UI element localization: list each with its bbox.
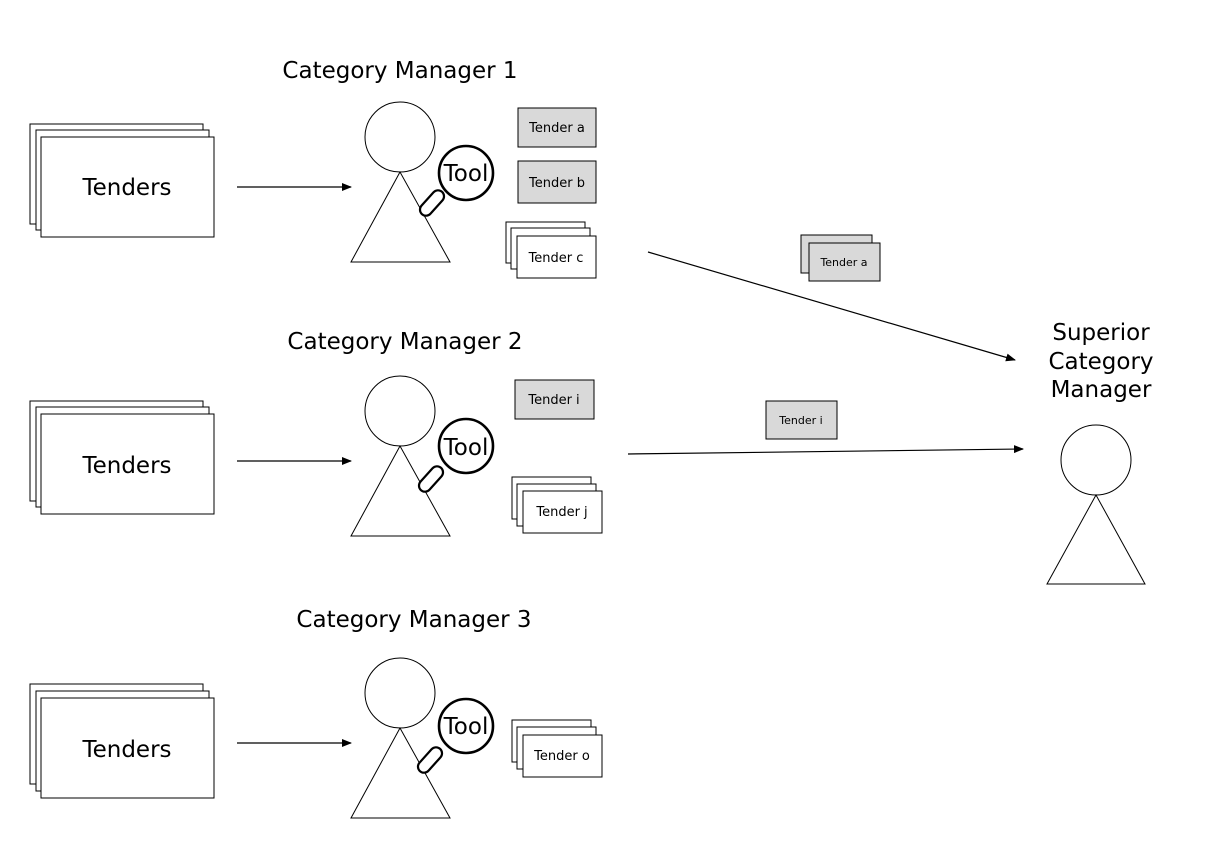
forward-arrow-manager-2 bbox=[627, 445, 1024, 455]
manager-3-magnifier-handle bbox=[416, 746, 444, 774]
manager-3-tender-o-label: Tender o bbox=[533, 749, 590, 764]
manager-2-magnifier-handle bbox=[417, 465, 445, 493]
forward-arrow-manager-1 bbox=[647, 251, 1016, 362]
manager-2-input-tenders-label: Tenders bbox=[81, 453, 171, 479]
superior-title-line-3: Manager bbox=[1051, 377, 1152, 403]
manager-2-figure: Tool bbox=[350, 375, 495, 537]
manager-2-tool-label: Tool bbox=[443, 435, 489, 461]
manager-3-body bbox=[350, 726, 451, 819]
superior-manager: Superior Category Manager bbox=[1046, 320, 1154, 585]
manager-1-figure: Tool bbox=[350, 101, 495, 263]
manager-3-tool-label: Tool bbox=[443, 714, 489, 740]
manager-1-tool-label: Tool bbox=[443, 161, 489, 187]
manager-2-magnifier-icon bbox=[437, 417, 495, 475]
manager-1-row: Category Manager 1 Tenders Tool Tender a… bbox=[29, 58, 597, 279]
manager-3-magnifier-icon bbox=[437, 697, 495, 755]
superior-manager-head bbox=[1060, 424, 1132, 496]
forwarded-tender-i-label: Tender i bbox=[778, 414, 822, 427]
manager-3-input-tenders-stack: Tenders bbox=[29, 683, 215, 799]
manager-1-head bbox=[364, 101, 436, 173]
manager-3-input-tenders-label: Tenders bbox=[81, 737, 171, 763]
manager-3-row: Category Manager 3 Tenders Tool Tender o bbox=[29, 607, 603, 819]
manager-1-tender-b-label: Tender b bbox=[528, 176, 585, 191]
superior-title-line-2: Category bbox=[1048, 349, 1153, 375]
manager-1-tender-a-label: Tender a bbox=[528, 121, 585, 136]
manager-1-input-tenders-label: Tenders bbox=[81, 175, 171, 201]
manager-1-tender-b: Tender b bbox=[517, 160, 597, 204]
forwarded-tender-a-stack: Tender a bbox=[800, 234, 881, 282]
manager-1-magnifier-icon bbox=[437, 144, 495, 202]
manager-1-tender-c-label: Tender c bbox=[528, 251, 584, 266]
forwarded-tender-i: Tender i bbox=[765, 400, 838, 440]
manager-2-title: Category Manager 2 bbox=[287, 329, 522, 355]
manager-2-tender-i: Tender i bbox=[514, 379, 595, 420]
manager-2-tender-j-label: Tender j bbox=[535, 505, 587, 520]
manager-1-body bbox=[350, 170, 451, 263]
manager-2-body bbox=[350, 444, 451, 537]
forwarded-tender-a-label: Tender a bbox=[819, 256, 867, 269]
manager-1-tender-c-stack: Tender c bbox=[505, 221, 597, 279]
superior-manager-body bbox=[1046, 493, 1146, 585]
manager-2-tender-j-stack: Tender j bbox=[511, 476, 603, 534]
manager-2-row: Category Manager 2 Tenders Tool Tender i… bbox=[29, 329, 603, 537]
manager-2-head bbox=[364, 375, 436, 447]
manager-1-tender-a: Tender a bbox=[517, 107, 597, 148]
manager-3-figure: Tool bbox=[350, 657, 495, 819]
manager-1-title: Category Manager 1 bbox=[282, 58, 517, 84]
manager-3-head bbox=[364, 657, 436, 729]
manager-3-tender-o-stack: Tender o bbox=[511, 719, 603, 778]
manager-1-input-tenders-stack: Tenders bbox=[29, 123, 215, 238]
manager-3-title: Category Manager 3 bbox=[296, 607, 531, 633]
manager-2-tender-i-label: Tender i bbox=[527, 393, 579, 408]
superior-title-line-1: Superior bbox=[1052, 320, 1150, 346]
manager-1-magnifier-handle bbox=[418, 189, 446, 217]
manager-2-input-tenders-stack: Tenders bbox=[29, 400, 215, 515]
